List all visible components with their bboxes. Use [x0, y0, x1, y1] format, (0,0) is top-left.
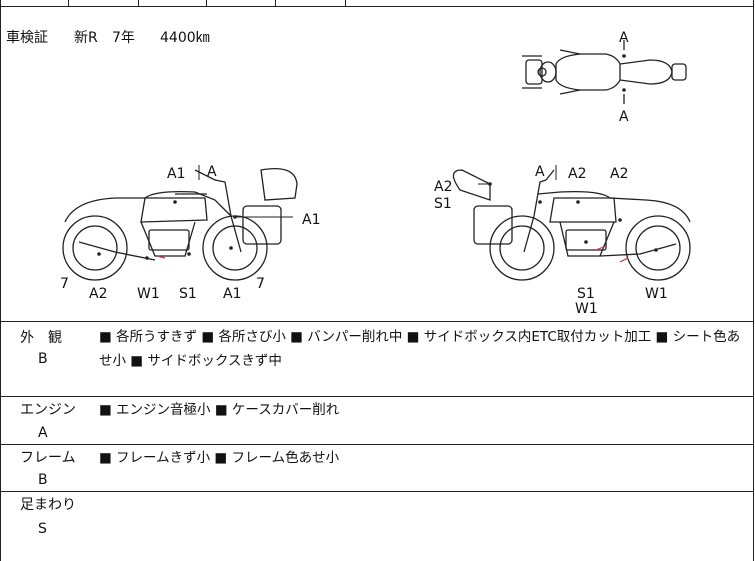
registration-label: 車検証: [6, 30, 48, 46]
label-top-front: A: [619, 30, 629, 46]
section-divider: [0, 396, 754, 397]
section-divider: [0, 491, 754, 492]
label-right-s1-box: S1: [434, 196, 452, 212]
label-right-a2-box: A2: [434, 179, 453, 195]
right-side-diagram: [452, 165, 691, 281]
condition-label: 新R: [74, 30, 98, 46]
section-suspension-grade: S: [38, 521, 47, 537]
label-right-w1-bottom: W1: [575, 301, 598, 317]
label-left-7-rear: 7: [256, 276, 265, 292]
label-right-s1-bottom: S1: [577, 286, 595, 302]
label-left-s1: S1: [179, 286, 197, 302]
top-cell-div: [206, 0, 207, 6]
mileage-value: 4400㎞: [160, 30, 210, 46]
label-right-a2-tank: A2: [568, 166, 587, 182]
years-label: 7年: [112, 30, 135, 46]
label-left-w1: W1: [137, 286, 160, 302]
frame-right: [753, 0, 754, 561]
section-exterior-grade: B: [38, 351, 48, 367]
section-divider: [0, 444, 754, 445]
top-cell-div: [138, 0, 139, 6]
label-left-a1-side: A1: [302, 212, 321, 228]
section-frame-text: ■ フレームきず小 ■ フレーム色あせ小: [99, 450, 340, 466]
left-side-diagram: [62, 165, 298, 281]
section-engine-grade: A: [38, 425, 48, 441]
top-cell-div: [275, 0, 276, 6]
top-view-diagram: [522, 40, 687, 104]
top-cell-div: [345, 0, 346, 6]
label-left-a2: A2: [89, 286, 108, 302]
label-left-a-top: A: [207, 164, 217, 180]
section-frame-grade: B: [38, 472, 48, 488]
section-exterior-name: 外 観: [20, 330, 62, 346]
top-cell-div: [68, 0, 69, 6]
label-right-w1-rear: W1: [645, 286, 668, 302]
top-strip-line: [0, 6, 754, 7]
label-top-rear: A: [619, 109, 629, 125]
label-left-a1-top: A1: [167, 166, 186, 182]
section-engine-name: エンジン: [20, 402, 76, 418]
section-divider: [0, 321, 754, 322]
section-exterior-text: ■ 各所うすきず ■ 各所さび小 ■ バンパー削れ中 ■ サイドボックス内ETC…: [99, 329, 741, 369]
section-frame-name: フレーム: [20, 450, 76, 466]
section-engine-text: ■ エンジン音極小 ■ ケースカバー削れ: [99, 402, 340, 418]
frame-left: [0, 0, 1, 561]
label-left-a1-bottom: A1: [223, 286, 242, 302]
label-right-a-top: A: [535, 164, 545, 180]
mileage-unit: ㎞: [195, 30, 210, 46]
label-right-a2-side: A2: [610, 166, 629, 182]
section-suspension-name: 足まわり: [20, 497, 76, 513]
label-left-7-front: 7: [60, 276, 69, 292]
